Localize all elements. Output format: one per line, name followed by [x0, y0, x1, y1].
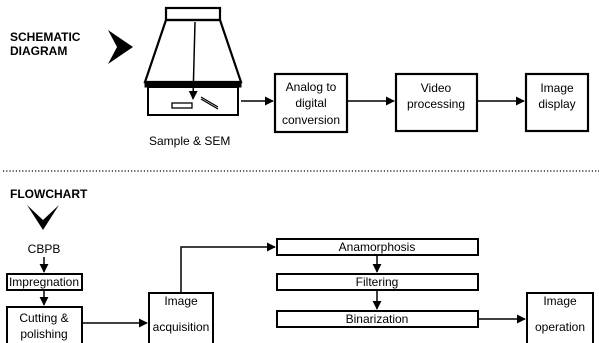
- video-label-line1: Video: [421, 81, 452, 95]
- adc-label-line2: digital: [295, 96, 326, 110]
- sem-caption: Sample & SEM: [149, 134, 230, 148]
- schematic-heading-line1: SCHEMATIC: [10, 30, 81, 44]
- acquisition-label-line1: Image: [164, 294, 198, 308]
- binarization-box: Binarization: [276, 310, 479, 328]
- binarization-label: Binarization: [346, 312, 409, 326]
- operation-label-line2: operation: [535, 320, 585, 334]
- flowchart-heading: FLOWCHART: [10, 187, 88, 201]
- arrow-acquisition-to-anamorphosis: [180, 242, 276, 293]
- flowchart-start-cbpb: CBPB: [28, 242, 61, 256]
- acquisition-label-line2: acquisition: [153, 320, 210, 334]
- display-label-line2: display: [538, 97, 575, 111]
- sem-column-drawing: [143, 6, 243, 116]
- adc-label-line3: conversion: [282, 113, 340, 127]
- display-label-line1: Image: [540, 81, 574, 95]
- anamorphosis-label: Anamorphosis: [339, 240, 416, 254]
- impregnation-label: Impregnation: [9, 275, 79, 289]
- image-operation-box: Image operation: [526, 292, 594, 343]
- image-display-box: Image display: [524, 72, 590, 133]
- filtering-box: Filtering: [276, 273, 479, 291]
- cutting-label-line1: Cutting &: [19, 311, 68, 325]
- flowchart-section: FLOWCHART CBPB Impregnation Cutting & po…: [6, 187, 594, 343]
- adc-label-line1: Analog to: [286, 80, 337, 94]
- impregnation-box: Impregnation: [6, 273, 83, 291]
- schematic-section: SCHEMATIC DIAGRAM Sample & SEM Analog to…: [10, 6, 590, 148]
- image-acquisition-box: Image acquisition: [148, 292, 214, 343]
- anamorphosis-box: Anamorphosis: [276, 238, 479, 256]
- schematic-pointer-icon: [108, 30, 133, 64]
- cutting-polishing-box: Cutting & polishing: [6, 306, 83, 343]
- cutting-label-line2: polishing: [20, 327, 67, 341]
- schematic-heading-line2: DIAGRAM: [10, 44, 67, 58]
- adc-box: Analog to digital conversion: [273, 72, 349, 134]
- video-label-line2: processing: [407, 97, 465, 111]
- video-processing-box: Video processing: [394, 72, 479, 133]
- filtering-label: Filtering: [356, 275, 399, 289]
- operation-label-line1: Image: [543, 294, 577, 308]
- flowchart-pointer-icon: [27, 205, 59, 230]
